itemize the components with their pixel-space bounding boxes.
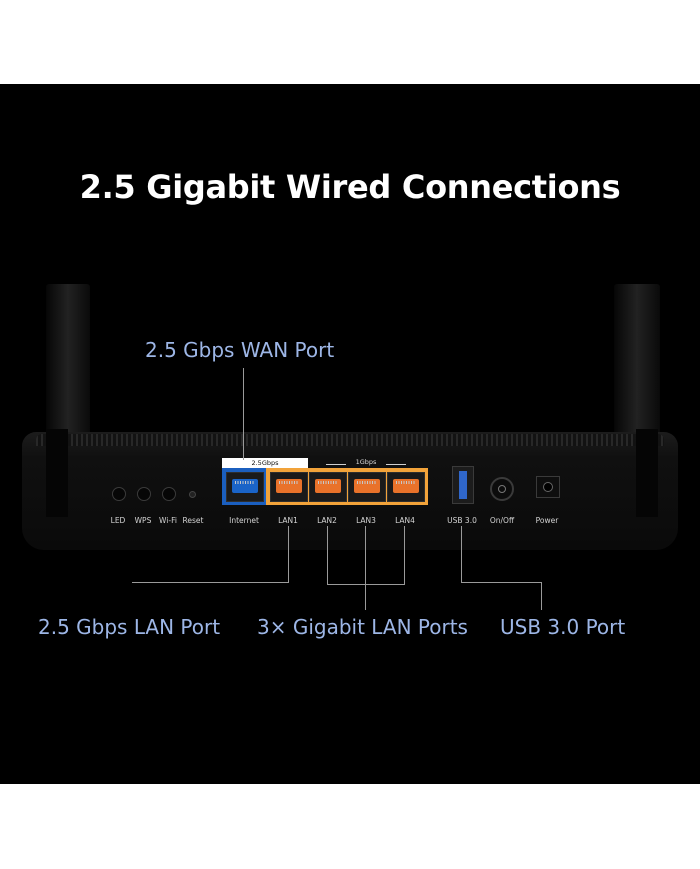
lan4-port[interactable]	[387, 472, 425, 502]
lan2-leader	[327, 526, 328, 584]
onoff-label: On/Off	[489, 516, 515, 525]
lan1-label: LAN1	[278, 516, 298, 525]
wan-leader	[243, 368, 244, 460]
lan1-leader-v	[288, 526, 289, 582]
gigabit-bracket-right	[386, 464, 406, 465]
lan-callout: 2.5 Gbps LAN Port	[38, 615, 221, 639]
wan-speed-label: 2.5Gbps	[251, 459, 279, 467]
lan1-leader-h	[132, 582, 289, 583]
wifi-button[interactable]	[162, 487, 176, 501]
router-vent	[36, 434, 664, 446]
usb-port-tongue	[459, 471, 467, 499]
gigabit-speed-label: 1Gbps	[355, 458, 377, 466]
usb-label: USB 3.0	[447, 516, 477, 525]
power-jack[interactable]	[536, 476, 560, 498]
lan3-label: LAN3	[356, 516, 376, 525]
power-switch[interactable]	[490, 477, 514, 501]
reset-label: Reset	[182, 516, 204, 525]
gigabit-bracket-left	[326, 464, 346, 465]
lan3-leader	[365, 526, 366, 610]
reset-button[interactable]	[189, 491, 196, 498]
usb-leader-v	[461, 526, 462, 582]
power-jack-hole	[543, 482, 553, 492]
right-antenna-base	[636, 429, 658, 517]
wps-label: WPS	[134, 516, 152, 525]
power-label: Power	[535, 516, 559, 525]
wifi-label: Wi-Fi	[159, 516, 177, 525]
lan2-label: LAN2	[317, 516, 337, 525]
lan4-label: LAN4	[395, 516, 415, 525]
internet-port[interactable]	[226, 472, 264, 502]
lan3-port[interactable]	[348, 472, 386, 502]
gigabit-lan-callout: 3× Gigabit LAN Ports	[257, 615, 468, 639]
wps-button[interactable]	[137, 487, 151, 501]
internet-label: Internet	[229, 516, 259, 525]
product-image: 2.5 Gigabit Wired Connections LED WPS Wi…	[0, 84, 700, 784]
usb-leader-h	[461, 582, 542, 583]
lan4-leader	[404, 526, 405, 584]
usb-callout: USB 3.0 Port	[500, 615, 626, 639]
wan-speed-tab	[222, 458, 308, 468]
wan-callout: 2.5 Gbps WAN Port	[145, 338, 335, 362]
headline: 2.5 Gigabit Wired Connections	[79, 168, 621, 206]
usb-leader-down	[541, 582, 542, 610]
lan2-port[interactable]	[309, 472, 347, 502]
usb-port[interactable]	[452, 466, 474, 504]
left-antenna-base	[46, 429, 68, 517]
led-label: LED	[110, 516, 126, 525]
lan-bracket	[327, 584, 405, 585]
power-icon	[498, 485, 506, 493]
lan1-port[interactable]	[270, 472, 308, 502]
led-button[interactable]	[112, 487, 126, 501]
